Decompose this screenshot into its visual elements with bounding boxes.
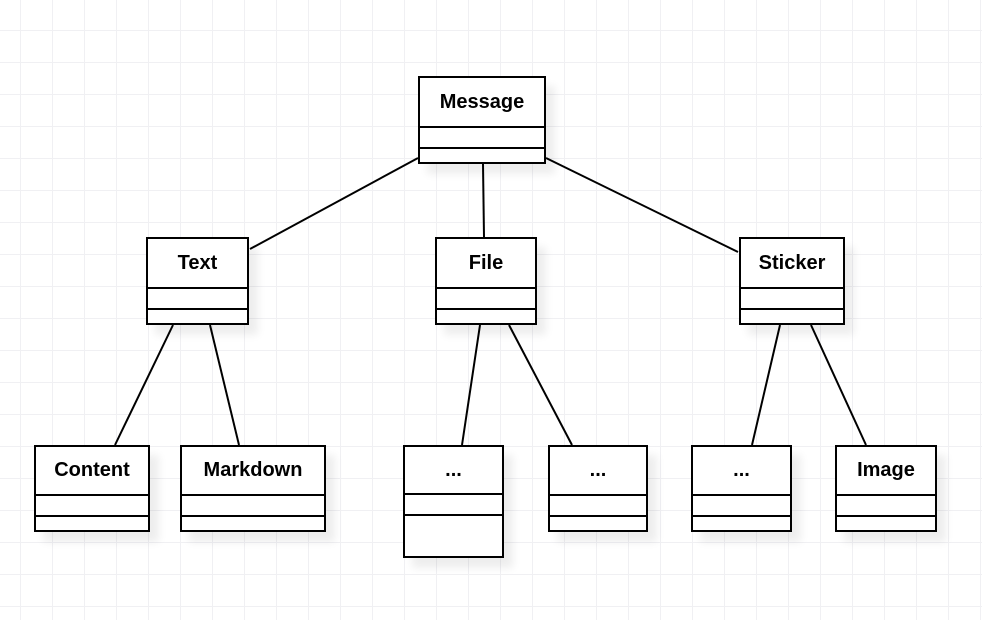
- class-box-file-child-2[interactable]: ...: [548, 445, 648, 532]
- class-box-markdown[interactable]: Markdown: [180, 445, 326, 532]
- connector-message-sticker[interactable]: [545, 157, 739, 253]
- class-name-label: Image: [857, 459, 915, 481]
- class-box-sticker[interactable]: Sticker: [739, 237, 845, 325]
- methods-compartment: [550, 515, 646, 530]
- attributes-compartment: [36, 494, 148, 515]
- class-box-text[interactable]: Text: [146, 237, 249, 325]
- connector-text-content[interactable]: [114, 324, 174, 446]
- attributes-compartment: [182, 494, 324, 515]
- class-box-sticker-child-1[interactable]: ...: [691, 445, 792, 532]
- attributes-compartment: [550, 494, 646, 515]
- methods-compartment: [36, 515, 148, 530]
- methods-compartment: [405, 514, 502, 556]
- class-name-label: Markdown: [203, 459, 303, 481]
- connector-message-text[interactable]: [249, 157, 419, 250]
- attributes-compartment: [437, 287, 535, 308]
- class-box-file[interactable]: File: [435, 237, 537, 325]
- connector-sticker-child1[interactable]: [751, 324, 781, 446]
- class-name-label: ...: [445, 458, 462, 481]
- class-name-label: Text: [177, 251, 218, 274]
- connector-file-child2[interactable]: [508, 324, 573, 446]
- methods-compartment: [148, 308, 247, 323]
- methods-compartment: [837, 515, 935, 530]
- attributes-compartment: [148, 287, 247, 308]
- class-name-label: Sticker: [758, 251, 826, 274]
- connector-message-file[interactable]: [482, 163, 485, 238]
- class-name-label: ...: [733, 459, 750, 481]
- class-name-label: Message: [439, 90, 525, 113]
- attributes-compartment: [837, 494, 935, 515]
- class-name-label: Content: [54, 459, 130, 481]
- methods-compartment: [693, 515, 790, 530]
- methods-compartment: [437, 308, 535, 323]
- attributes-compartment: [420, 126, 544, 147]
- class-box-content[interactable]: Content: [34, 445, 150, 532]
- connector-file-child1[interactable]: [461, 324, 481, 446]
- connector-sticker-image[interactable]: [810, 324, 867, 446]
- class-name-label: ...: [589, 459, 607, 481]
- methods-compartment: [741, 308, 843, 323]
- class-name-label: File: [468, 251, 504, 274]
- methods-compartment: [182, 515, 324, 530]
- class-box-image[interactable]: Image: [835, 445, 937, 532]
- methods-compartment: [420, 147, 544, 162]
- class-box-file-child-1[interactable]: ...: [403, 445, 504, 558]
- attributes-compartment: [405, 493, 502, 514]
- attributes-compartment: [693, 494, 790, 515]
- class-box-message[interactable]: Message: [418, 76, 546, 164]
- connector-text-markdown[interactable]: [209, 324, 240, 446]
- attributes-compartment: [741, 287, 843, 308]
